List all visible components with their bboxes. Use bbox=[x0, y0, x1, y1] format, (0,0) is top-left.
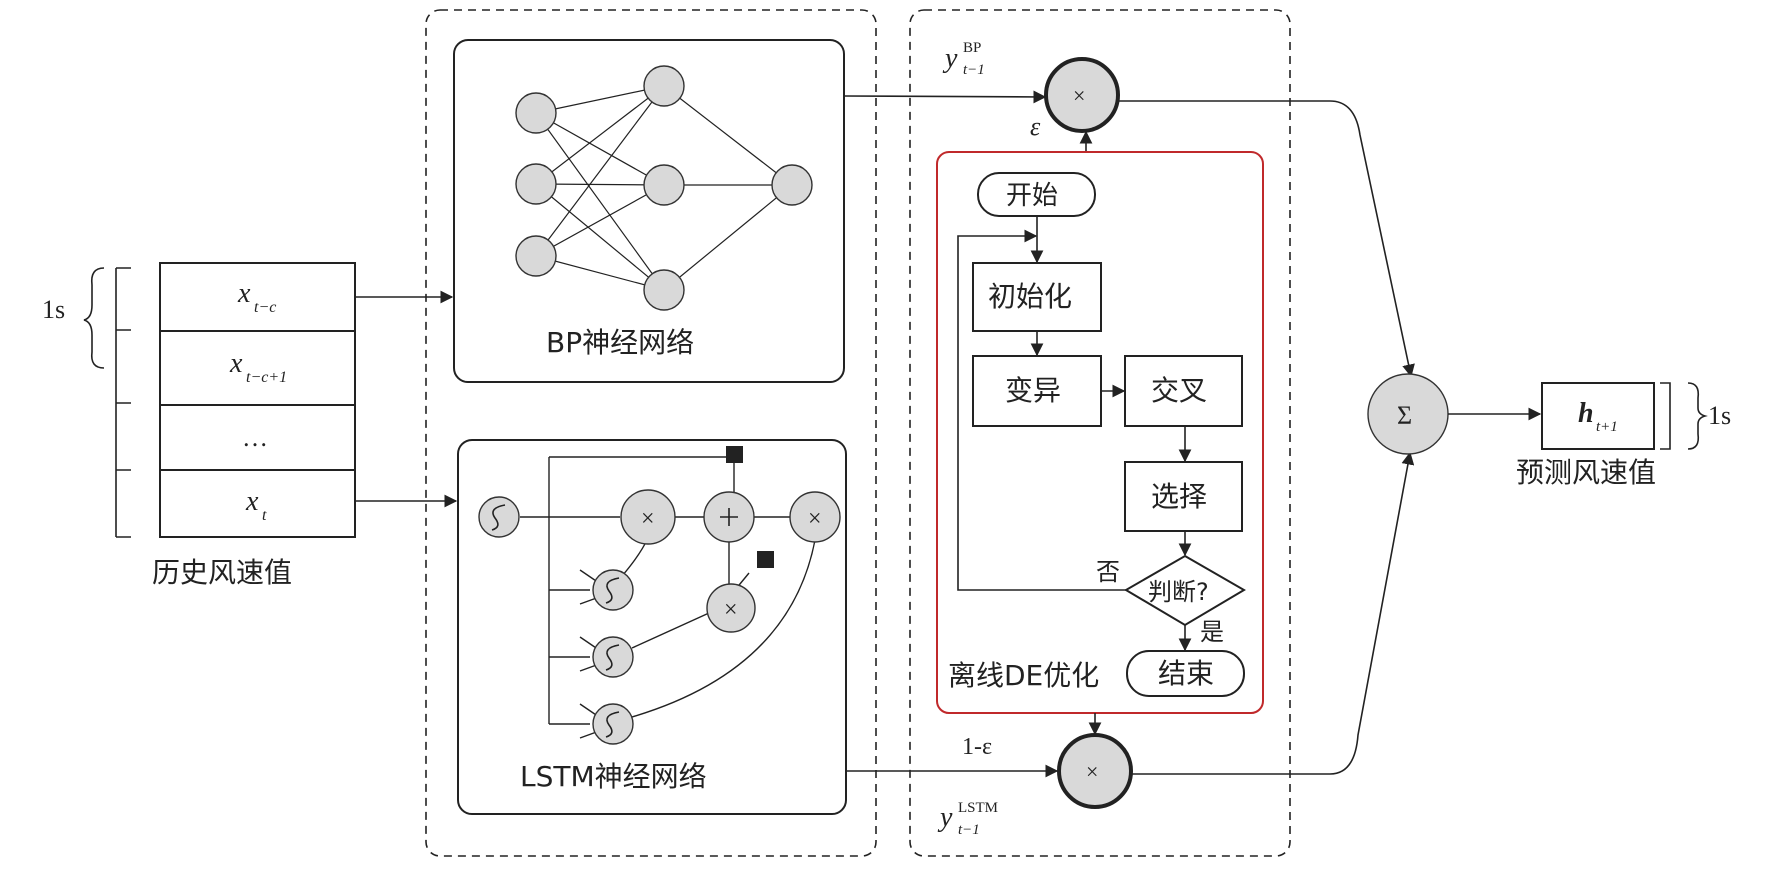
bp-input-node bbox=[515, 163, 557, 205]
history-brace bbox=[83, 267, 105, 369]
lstm-gate-sigmoid-node bbox=[592, 636, 634, 678]
y-bp-sup: BP bbox=[963, 40, 981, 56]
bp-network: BP神经网络 bbox=[453, 39, 845, 383]
y-lstm-sub: t−1 bbox=[958, 822, 980, 838]
history-cell-1 bbox=[159, 330, 356, 406]
lstm-gate-sigmoid-node bbox=[592, 569, 634, 611]
lstm-peephole-square bbox=[757, 551, 774, 568]
y-bp-sub: t−1 bbox=[963, 62, 985, 78]
de-end-terminal bbox=[1126, 650, 1245, 697]
lstm-multiply-symbol: × bbox=[724, 597, 738, 623]
y-bp-var: y bbox=[942, 43, 958, 74]
de-cross-box bbox=[1124, 355, 1243, 427]
history-cell-3 bbox=[159, 469, 356, 538]
arrow-lstm-weighted-to-sum bbox=[1131, 451, 1415, 775]
output-forecast: h t+1 1s 预测风速值 bbox=[1516, 382, 1731, 489]
lstm-input-multiply-node bbox=[706, 583, 756, 633]
history-cell-0-var: x bbox=[237, 278, 251, 309]
lstm-gate-sigmoid-node bbox=[592, 703, 634, 745]
output-label: 预测风速值 bbox=[1516, 456, 1656, 489]
bp-hidden-node bbox=[643, 65, 685, 107]
output-sub: t+1 bbox=[1596, 419, 1618, 435]
de-select-label: 选择 bbox=[1151, 480, 1207, 513]
de-loop-back-arrow bbox=[957, 229, 1126, 591]
output-var: h bbox=[1578, 398, 1594, 429]
one-minus-epsilon-label: 1-ε bbox=[962, 734, 992, 760]
lstm-input-sigmoid-node bbox=[478, 496, 520, 538]
history-cell-0 bbox=[159, 262, 356, 332]
de-no-label: 否 bbox=[1096, 558, 1120, 586]
lstm-forget-multiply-node bbox=[620, 489, 676, 545]
sum-symbol: Σ bbox=[1397, 401, 1412, 430]
de-optimization: 开始 初始化 变异 交叉 选择 判断? 否 是 结束 离线DE优化 bbox=[936, 151, 1264, 714]
lstm-network-label: LSTM神经网络 bbox=[520, 760, 707, 793]
bp-network-label: BP神经网络 bbox=[546, 326, 694, 359]
fusion-dashed-container bbox=[909, 9, 1291, 857]
history-cell-1-var: x bbox=[229, 348, 243, 379]
history-input: 1s x t−c x t−c+1 … x t 历史风速值 bbox=[42, 262, 356, 589]
de-mutate-label: 变异 bbox=[1005, 374, 1061, 407]
history-cell-0-sub: t−c bbox=[254, 299, 276, 316]
bp-input-node bbox=[515, 92, 557, 134]
bp-hidden-node bbox=[643, 164, 685, 206]
history-cell-2-var: … bbox=[242, 423, 268, 452]
y-lstm-sup: LSTM bbox=[958, 800, 998, 816]
output-box bbox=[1541, 382, 1655, 450]
de-mutate-box bbox=[972, 355, 1102, 427]
lstm-peephole-square bbox=[726, 446, 743, 463]
de-init-label: 初始化 bbox=[988, 280, 1072, 313]
arrow-bp-weighted-to-sum bbox=[1118, 100, 1415, 378]
arrow-bp-to-multiply bbox=[843, 90, 1047, 104]
bp-output-node bbox=[771, 164, 813, 206]
de-title: 离线DE优化 bbox=[948, 659, 1099, 692]
lstm-output-multiply-node bbox=[789, 491, 841, 543]
lstm-multiply-symbol: × bbox=[641, 506, 655, 532]
history-cell-1-sub: t−c+1 bbox=[246, 369, 287, 386]
output-brace bbox=[1687, 382, 1708, 450]
lstm-weight-multiply-symbol: × bbox=[1086, 759, 1098, 784]
de-judge-label: 判断? bbox=[1148, 578, 1209, 606]
history-cell-3-sub: t bbox=[262, 507, 267, 524]
history-cell-3-var: x bbox=[245, 486, 259, 517]
de-cross-label: 交叉 bbox=[1151, 374, 1207, 407]
bp-weight-multiply-symbol: × bbox=[1073, 83, 1085, 108]
history-cell-2 bbox=[159, 404, 356, 471]
history-interval-label: 1s bbox=[42, 295, 65, 324]
lstm-sigmoid-glyphs bbox=[491, 504, 620, 738]
bp-input-node bbox=[515, 235, 557, 277]
lstm-network-box bbox=[457, 439, 847, 815]
bp-hidden-node bbox=[643, 269, 685, 311]
de-optimization-box bbox=[936, 151, 1264, 714]
de-yes-label: 是 bbox=[1200, 618, 1224, 646]
history-timeline bbox=[115, 267, 131, 538]
history-label: 历史风速值 bbox=[152, 556, 292, 589]
de-start-label: 开始 bbox=[1006, 181, 1058, 211]
lstm-network: × × × LSTM神经网络 bbox=[457, 439, 847, 815]
de-select-box bbox=[1124, 461, 1243, 532]
de-init-box bbox=[972, 262, 1102, 332]
lstm-multiply-symbol: × bbox=[808, 506, 822, 532]
output-interval-label: 1s bbox=[1708, 401, 1731, 430]
networks-dashed-container bbox=[425, 9, 877, 857]
epsilon-label: ε bbox=[1030, 112, 1041, 141]
output-interval-bracket bbox=[1660, 382, 1671, 450]
bp-connections bbox=[535, 85, 793, 291]
de-end-label: 结束 bbox=[1158, 657, 1214, 690]
y-lstm-var: y bbox=[937, 802, 953, 833]
lstm-plus-symbol bbox=[720, 508, 738, 526]
lstm-weight-multiply-node bbox=[1057, 733, 1133, 809]
